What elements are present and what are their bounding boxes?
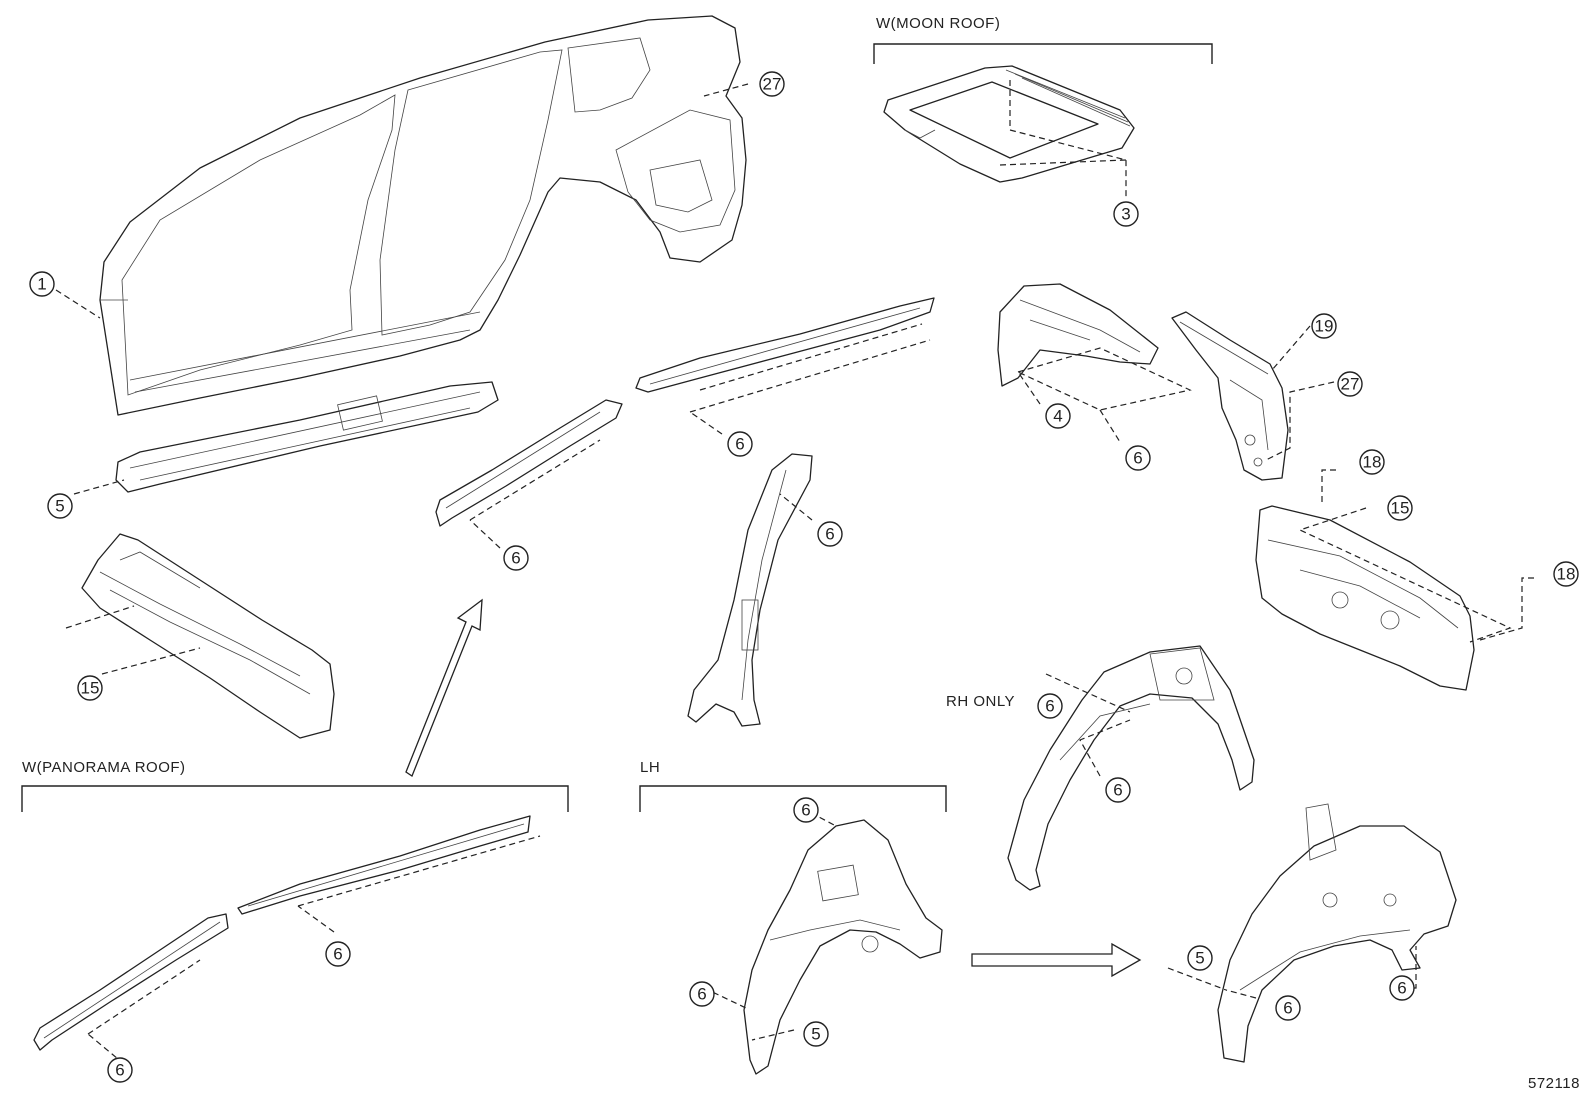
- svg-text:4: 4: [1053, 407, 1062, 426]
- bracket-lh: [639, 785, 947, 812]
- bracket-panorama-roof: [21, 785, 569, 812]
- callout-27-top: 27: [759, 71, 785, 97]
- callout-19: 19: [1311, 313, 1337, 339]
- callout-6-rh-inner: 6: [1275, 995, 1301, 1021]
- part-roof-rail-rear-upper: [635, 297, 935, 393]
- callout-6-rail-front: 6: [503, 545, 529, 571]
- label-rh-only: RH ONLY: [946, 693, 1015, 710]
- label-moon-roof: W(MOON ROOF): [876, 15, 1000, 32]
- callout-3: 3: [1113, 201, 1139, 227]
- part-body-side-outer: [99, 15, 747, 416]
- svg-text:6: 6: [825, 525, 834, 544]
- arrow-right: [971, 942, 1142, 978]
- bracket-moon-roof: [873, 43, 1213, 64]
- callout-6-wheelhouse-outer: 6: [1105, 777, 1131, 803]
- arrow-up-right: [405, 598, 483, 777]
- part-panorama-rail-rear: [237, 815, 531, 915]
- part-roof-rail-front-upper: [435, 399, 623, 527]
- svg-text:18: 18: [1363, 453, 1382, 472]
- callout-18-right: 18: [1553, 561, 1579, 587]
- svg-text:3: 3: [1121, 205, 1130, 224]
- svg-text:6: 6: [115, 1061, 124, 1080]
- part-panorama-rail-front: [33, 913, 229, 1051]
- svg-text:6: 6: [735, 435, 744, 454]
- part-wheelhouse-inner-rh: [1217, 803, 1457, 1063]
- part-dash-panel-right: [1255, 505, 1475, 691]
- callout-6-panorama-rear: 6: [325, 941, 351, 967]
- svg-text:6: 6: [1397, 979, 1406, 998]
- svg-text:6: 6: [697, 985, 706, 1004]
- svg-text:15: 15: [81, 679, 100, 698]
- callout-6-lh-top: 6: [793, 797, 819, 823]
- part-side-sill: [115, 381, 499, 493]
- part-moon-roof-frame: [883, 65, 1135, 183]
- svg-text:5: 5: [811, 1025, 820, 1044]
- part-wheelhouse-inner-lh: [743, 819, 943, 1075]
- svg-text:27: 27: [1341, 375, 1360, 394]
- callout-5-sill: 5: [47, 493, 73, 519]
- callout-6-panorama-front: 6: [107, 1057, 133, 1083]
- part-wheelhouse-outer-rh: [1007, 645, 1255, 891]
- svg-text:27: 27: [763, 75, 782, 94]
- part-center-pillar: [687, 453, 813, 727]
- svg-text:6: 6: [1113, 781, 1122, 800]
- callout-6-rh-only: 6: [1037, 693, 1063, 719]
- callout-4: 4: [1045, 403, 1071, 429]
- svg-text:15: 15: [1391, 499, 1410, 518]
- callout-5-rh: 5: [1187, 945, 1213, 971]
- callout-5-lh: 5: [803, 1021, 829, 1047]
- callout-18-top: 18: [1359, 449, 1385, 475]
- part-rear-pillar-reinforcement: [1171, 311, 1289, 481]
- callout-27-right: 27: [1337, 371, 1363, 397]
- svg-text:18: 18: [1557, 565, 1576, 584]
- callout-15-dash: 15: [1387, 495, 1413, 521]
- svg-text:6: 6: [1283, 999, 1292, 1018]
- svg-text:6: 6: [1133, 449, 1142, 468]
- callout-15-cowl: 15: [77, 675, 103, 701]
- leader-lines: [55, 80, 1534, 1065]
- callout-6-rail-rear: 6: [727, 431, 753, 457]
- svg-text:19: 19: [1315, 317, 1334, 336]
- svg-text:1: 1: [37, 275, 46, 294]
- label-lh: LH: [640, 759, 660, 776]
- callout-1: 1: [29, 271, 55, 297]
- part-rear-inner-panel: [997, 283, 1159, 387]
- callout-6-rear-inner: 6: [1125, 445, 1151, 471]
- svg-text:6: 6: [801, 801, 810, 820]
- svg-text:6: 6: [511, 549, 520, 568]
- svg-text:5: 5: [1195, 949, 1204, 968]
- callout-6-pillar: 6: [817, 521, 843, 547]
- callout-6-lh-bottom: 6: [689, 981, 715, 1007]
- diagram-id: 572118: [1528, 1075, 1580, 1092]
- svg-text:6: 6: [333, 945, 342, 964]
- callout-6-rh-right: 6: [1389, 975, 1415, 1001]
- label-panorama-roof: W(PANORAMA ROOF): [22, 759, 186, 776]
- part-cowl-panel-left: [81, 533, 335, 739]
- svg-text:6: 6: [1045, 697, 1054, 716]
- svg-text:5: 5: [55, 497, 64, 516]
